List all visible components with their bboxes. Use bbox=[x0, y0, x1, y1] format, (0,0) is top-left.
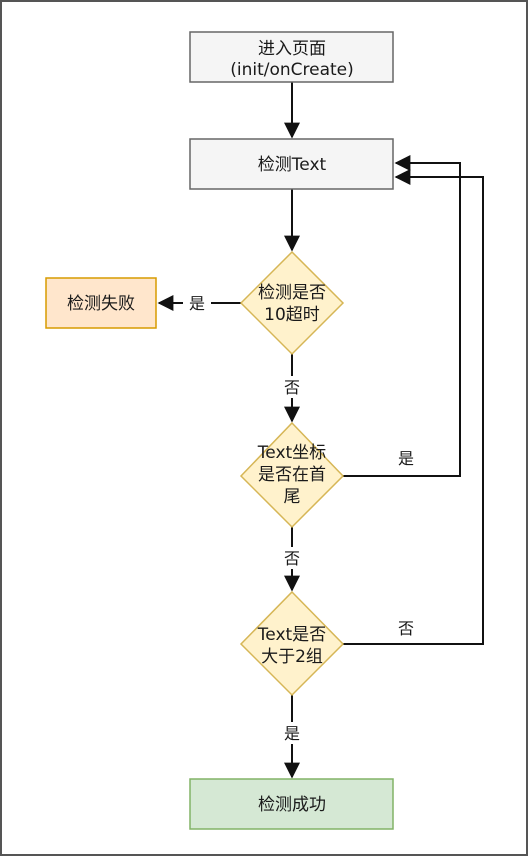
node-detect-fail: 检测失败 bbox=[45, 277, 157, 329]
node-group-check-line2: 大于2组 bbox=[261, 647, 323, 667]
node-detect-success-label: 检测成功 bbox=[258, 795, 326, 815]
edge-position-yes-to-detect bbox=[342, 155, 461, 477]
node-detect-fail-label: 检测失败 bbox=[67, 294, 135, 314]
edge-label-timeout-no: 否 bbox=[284, 378, 300, 397]
node-timeout-check-diamond bbox=[239, 250, 345, 356]
edge-label-timeout-yes: 是 bbox=[189, 294, 205, 313]
node-position-check-diamond bbox=[239, 421, 345, 529]
node-position-check-line1: Text坐标 bbox=[257, 443, 326, 463]
node-detect-success: 检测成功 bbox=[189, 778, 394, 830]
edge-group-no-to-detect bbox=[342, 169, 484, 645]
edge-labels: 是 否 是 否 否 是 bbox=[183, 292, 414, 744]
node-group-check: Text是否 大于2组 bbox=[239, 590, 345, 697]
node-position-check-line3: 尾 bbox=[284, 487, 301, 507]
node-position-check-line2: 是否在首 bbox=[258, 465, 326, 485]
edge-label-position-no: 否 bbox=[284, 549, 300, 568]
edge-label-group-yes: 是 bbox=[284, 724, 300, 743]
node-enter-page-box bbox=[189, 31, 394, 83]
node-detect-text-box bbox=[189, 138, 394, 190]
node-detect-text-label: 检测Text bbox=[258, 155, 327, 175]
node-position-check: Text坐标 是否在首 尾 bbox=[239, 421, 345, 529]
node-enter-page-line1: 进入页面 bbox=[258, 39, 326, 59]
node-enter-page: 进入页面 (init/onCreate) bbox=[189, 31, 394, 83]
node-detect-success-box bbox=[189, 778, 394, 830]
node-detect-text: 检测Text bbox=[189, 138, 394, 190]
edge-label-group-no: 否 bbox=[398, 619, 414, 638]
node-timeout-check: 检测是否 10超时 bbox=[239, 250, 345, 356]
node-group-check-line1: Text是否 bbox=[257, 625, 326, 645]
node-detect-fail-box bbox=[45, 277, 157, 329]
node-enter-page-line2: (init/onCreate) bbox=[230, 60, 354, 80]
edge-label-position-yes: 是 bbox=[398, 449, 414, 468]
node-timeout-check-line1: 检测是否 bbox=[258, 283, 326, 303]
node-timeout-check-line2: 10超时 bbox=[264, 305, 320, 325]
node-group-check-diamond bbox=[239, 590, 345, 697]
